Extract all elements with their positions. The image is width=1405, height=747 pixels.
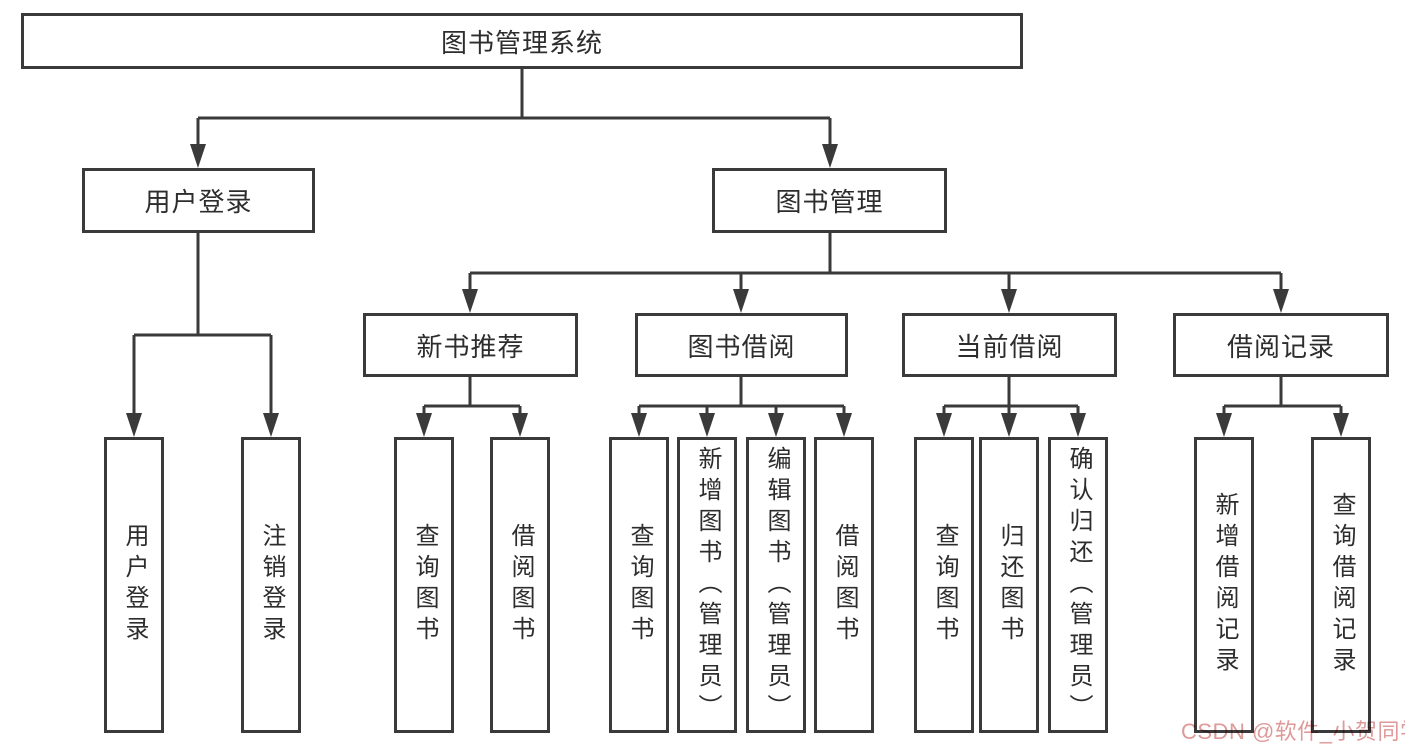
node-borrowing-records-label: 借阅记录 — [1226, 331, 1335, 362]
leaf-query-books-recommend-label: 查询图书 — [411, 523, 438, 647]
connector-new-book-rec-children — [422, 377, 522, 415]
node-book-management-label: 图书管理 — [775, 187, 884, 217]
leaf-add-borrow-record: 新增借阅记录 — [1194, 437, 1254, 733]
node-new-book-recommend-label: 新书推荐 — [416, 331, 525, 362]
leaf-query-books-borrow: 查询图书 — [609, 437, 669, 733]
leaf-user-login-label: 用户登录 — [121, 523, 148, 647]
node-current-borrowing: 当前借阅 — [902, 313, 1117, 377]
leaf-add-books-admin: 新增图书（管理员） — [677, 437, 737, 733]
leaf-return-books-label: 归还图书 — [996, 523, 1023, 647]
node-current-borrowing-label: 当前借阅 — [955, 331, 1064, 362]
leaf-query-borrow-record-label: 查询借阅记录 — [1328, 492, 1355, 678]
connector-borrow-record-children — [1222, 377, 1343, 415]
leaf-add-books-admin-label: 新增图书（管理员） — [694, 445, 721, 725]
leaf-borrow-books-recommend: 借阅图书 — [490, 437, 550, 733]
leaf-confirm-return-admin-label: 确认归还（管理员） — [1065, 445, 1092, 725]
leaf-query-books-current: 查询图书 — [914, 437, 974, 733]
leaf-logout-label: 注销登录 — [258, 523, 285, 647]
leaf-add-borrow-record-label: 新增借阅记录 — [1211, 492, 1238, 678]
connector-book-mgmt-children — [468, 233, 1283, 291]
node-root: 图书管理系统 — [21, 13, 1023, 69]
leaf-borrow-books: 借阅图书 — [814, 437, 874, 733]
leaf-query-books-recommend: 查询图书 — [394, 437, 454, 733]
leaf-query-books-current-label: 查询图书 — [931, 523, 958, 647]
node-root-label: 图书管理系统 — [440, 27, 603, 58]
node-user-login: 用户登录 — [82, 168, 315, 233]
leaf-query-borrow-record: 查询借阅记录 — [1311, 437, 1371, 733]
connector-book-borrow-children — [637, 377, 846, 415]
node-new-book-recommend: 新书推荐 — [363, 313, 578, 377]
leaf-confirm-return-admin: 确认归还（管理员） — [1048, 437, 1108, 733]
leaf-user-login: 用户登录 — [104, 437, 164, 733]
node-book-borrowing-label: 图书借阅 — [687, 331, 796, 362]
node-book-management: 图书管理 — [712, 168, 947, 233]
leaf-edit-books-admin: 编辑图书（管理员） — [746, 437, 806, 733]
leaf-borrow-books-label: 借阅图书 — [831, 523, 858, 647]
connector-current-borrow-children — [942, 377, 1080, 415]
leaf-borrow-books-recommend-label: 借阅图书 — [507, 523, 534, 647]
csdn-watermark: CSDN @软件_小贺同学 — [1181, 719, 1405, 744]
leaf-edit-books-admin-label: 编辑图书（管理员） — [763, 445, 790, 725]
connector-root-to-level2 — [196, 69, 832, 146]
connector-user-login-children — [132, 233, 273, 415]
leaf-logout: 注销登录 — [241, 437, 301, 733]
leaf-query-books-borrow-label: 查询图书 — [626, 523, 653, 647]
node-user-login-label: 用户登录 — [144, 187, 253, 217]
node-borrowing-records: 借阅记录 — [1173, 313, 1389, 377]
node-book-borrowing: 图书借阅 — [635, 313, 848, 377]
leaf-return-books: 归还图书 — [979, 437, 1039, 733]
